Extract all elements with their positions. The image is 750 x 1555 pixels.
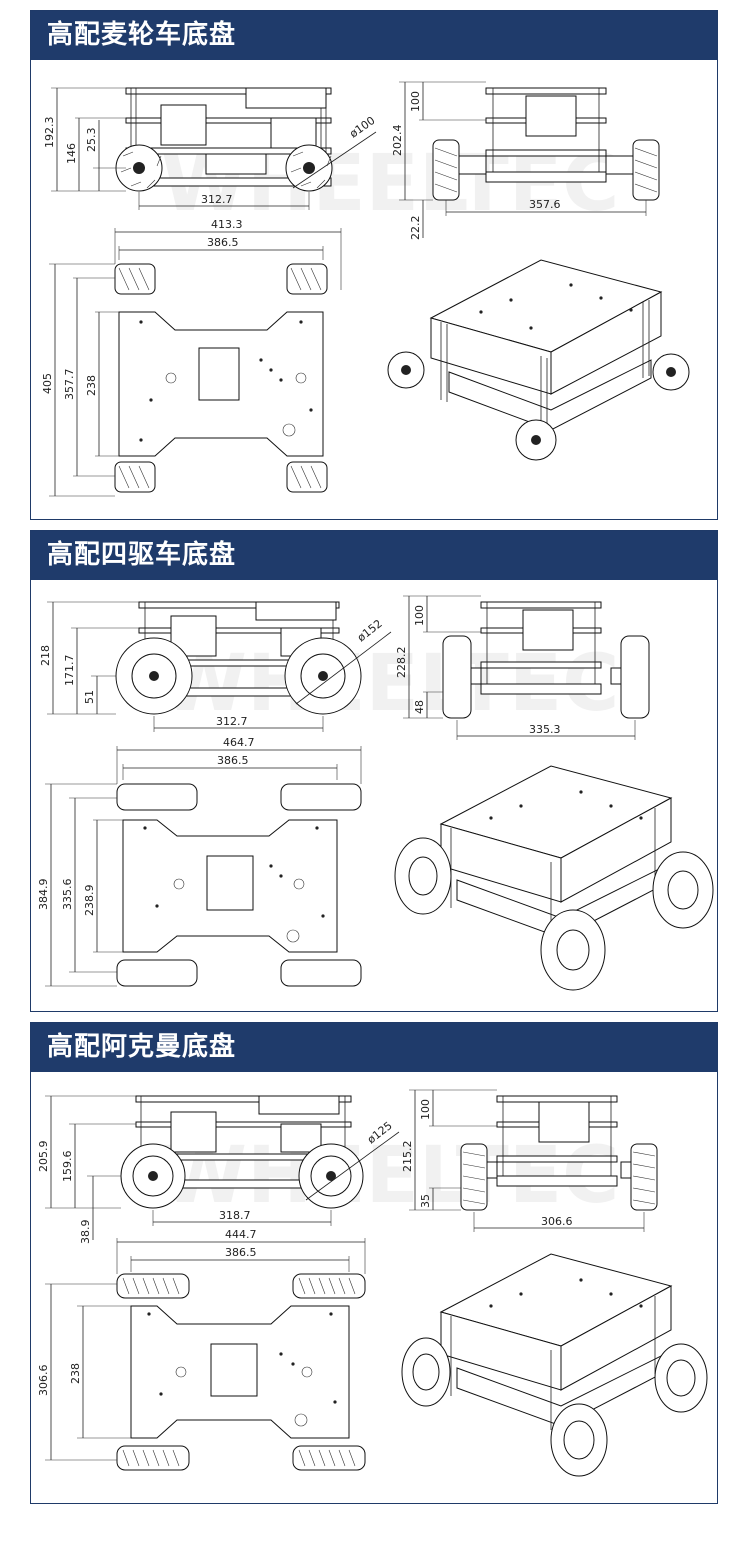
dim-front-upper-height: 100 [419,1099,432,1120]
top-wheel-fr-icon [280,783,362,811]
dim-side-axle-height: 51 [83,690,96,704]
panel-drawing: WHEELTEC [31,60,717,520]
dim-top-inner-width: 386.5 [225,1246,257,1259]
dim-front-upper-height: 100 [413,605,426,626]
dim-top-body-length: 238.9 [83,885,96,917]
top-wheel-fr-icon [286,263,328,295]
dim-top-overall-width: 464.7 [223,736,255,749]
side-view [115,601,362,715]
dim-top-inner-width: 386.5 [207,236,239,249]
panel-drawing: WHEELTEC [31,580,717,1012]
dim-top-wheel-length: 335.6 [61,879,74,911]
dim-wheelbase: 318.7 [219,1209,251,1222]
top-wheel-fr-icon [292,1273,366,1299]
top-wheel-rl-icon [114,461,156,493]
dim-top-wheel-length: 357.7 [63,369,76,401]
dim-side-body-height: 159.6 [61,1151,74,1183]
top-wheel-rl-icon [116,959,198,987]
dim-top-wheel-length: 238 [69,1363,82,1384]
top-view [116,783,362,987]
dim-top-overall-width: 444.7 [225,1228,257,1241]
front-view [432,87,660,201]
top-wheel-rr-icon [286,461,328,493]
top-dimensions: 444.7 386.5 306.6 238 [37,1228,366,1461]
mecanum-drawing: WHEELTEC [41,81,690,497]
dim-top-overall-length: 384.9 [37,879,50,911]
dim-top-overall-length: 405 [41,373,54,394]
top-view [116,1273,366,1471]
side-view [115,87,333,192]
side-view [120,1095,364,1209]
dim-track-width: 357.6 [529,198,561,211]
side-dimensions: 218 171.7 51 312.7 ø152 [39,601,392,732]
ackermann-drawing: WHEELTEC [37,1089,708,1477]
dim-top-inner-width: 386.5 [217,754,249,767]
top-dimensions: 464.7 386.5 384.9 335.6 238.9 [37,736,362,987]
dim-front-height: 202.4 [391,125,404,157]
dim-wheelbase: 312.7 [216,715,248,728]
dim-track-width: 306.6 [541,1215,573,1228]
top-wheel-fl-icon [114,263,156,295]
top-view [114,263,328,493]
dim-wheel-diameter: ø100 [347,114,377,141]
top-wheel-fl-icon [116,1273,190,1299]
dim-side-total-height: 205.9 [37,1141,50,1173]
panel-title: 高配四驱车底盘 [31,531,717,580]
dim-side-total-height: 218 [39,645,52,666]
dim-ground-clearance: 35 [419,1194,432,1208]
dim-side-body-height: 146 [65,143,78,164]
isometric-view [394,765,714,991]
panel-ackermann: 高配阿克曼底盘 WHEELTEC [30,1022,718,1504]
top-wheel-rr-icon [292,1445,366,1471]
panel-mecanum: 高配麦轮车底盘 WHEELTEC [30,10,718,520]
dim-wheelbase: 312.7 [201,193,233,206]
dim-top-overall-width: 413.3 [211,218,243,231]
front-wheel-right-icon [620,635,650,719]
isometric-view [387,259,690,461]
isometric-view [401,1253,708,1477]
top-wheel-rl-icon [116,1445,190,1471]
dim-front-height: 228.2 [395,647,408,679]
dim-side-total-height: 192.3 [43,117,56,149]
panel-title: 高配麦轮车底盘 [31,11,717,60]
panel-title: 高配阿克曼底盘 [31,1023,717,1072]
dim-side-axle-height: 38.9 [79,1220,92,1245]
panel-drawing: WHEELTEC [31,1072,717,1504]
dim-front-upper-height: 100 [409,91,422,112]
dim-top-overall-length: 306.6 [37,1365,50,1397]
front-view [442,601,650,719]
front-dimensions: 228.2 100 48 335.3 [395,595,636,740]
dim-track-width: 335.3 [529,723,561,736]
dim-top-body-length: 238 [85,375,98,396]
dim-front-height: 215.2 [401,1141,414,1173]
top-wheel-fl-icon [116,783,198,811]
dim-side-body-height: 171.7 [63,655,76,687]
4wd-drawing: WHEELTEC [37,595,714,991]
front-view [460,1095,658,1211]
top-dimensions: 413.3 386.5 405 357.7 238 [41,218,342,497]
panel-4wd: 高配四驱车底盘 WHEELTEC [30,530,718,1012]
dim-side-axle-height: 25.3 [85,128,98,153]
dim-ground-clearance: 48 [413,700,426,714]
front-dimensions: 202.4 100 22.2 357.6 [391,81,647,241]
dim-ground-clearance: 22.2 [409,216,422,241]
top-wheel-rr-icon [280,959,362,987]
front-wheel-left-icon [442,635,472,719]
front-dimensions: 215.2 100 35 306.6 [401,1089,645,1232]
